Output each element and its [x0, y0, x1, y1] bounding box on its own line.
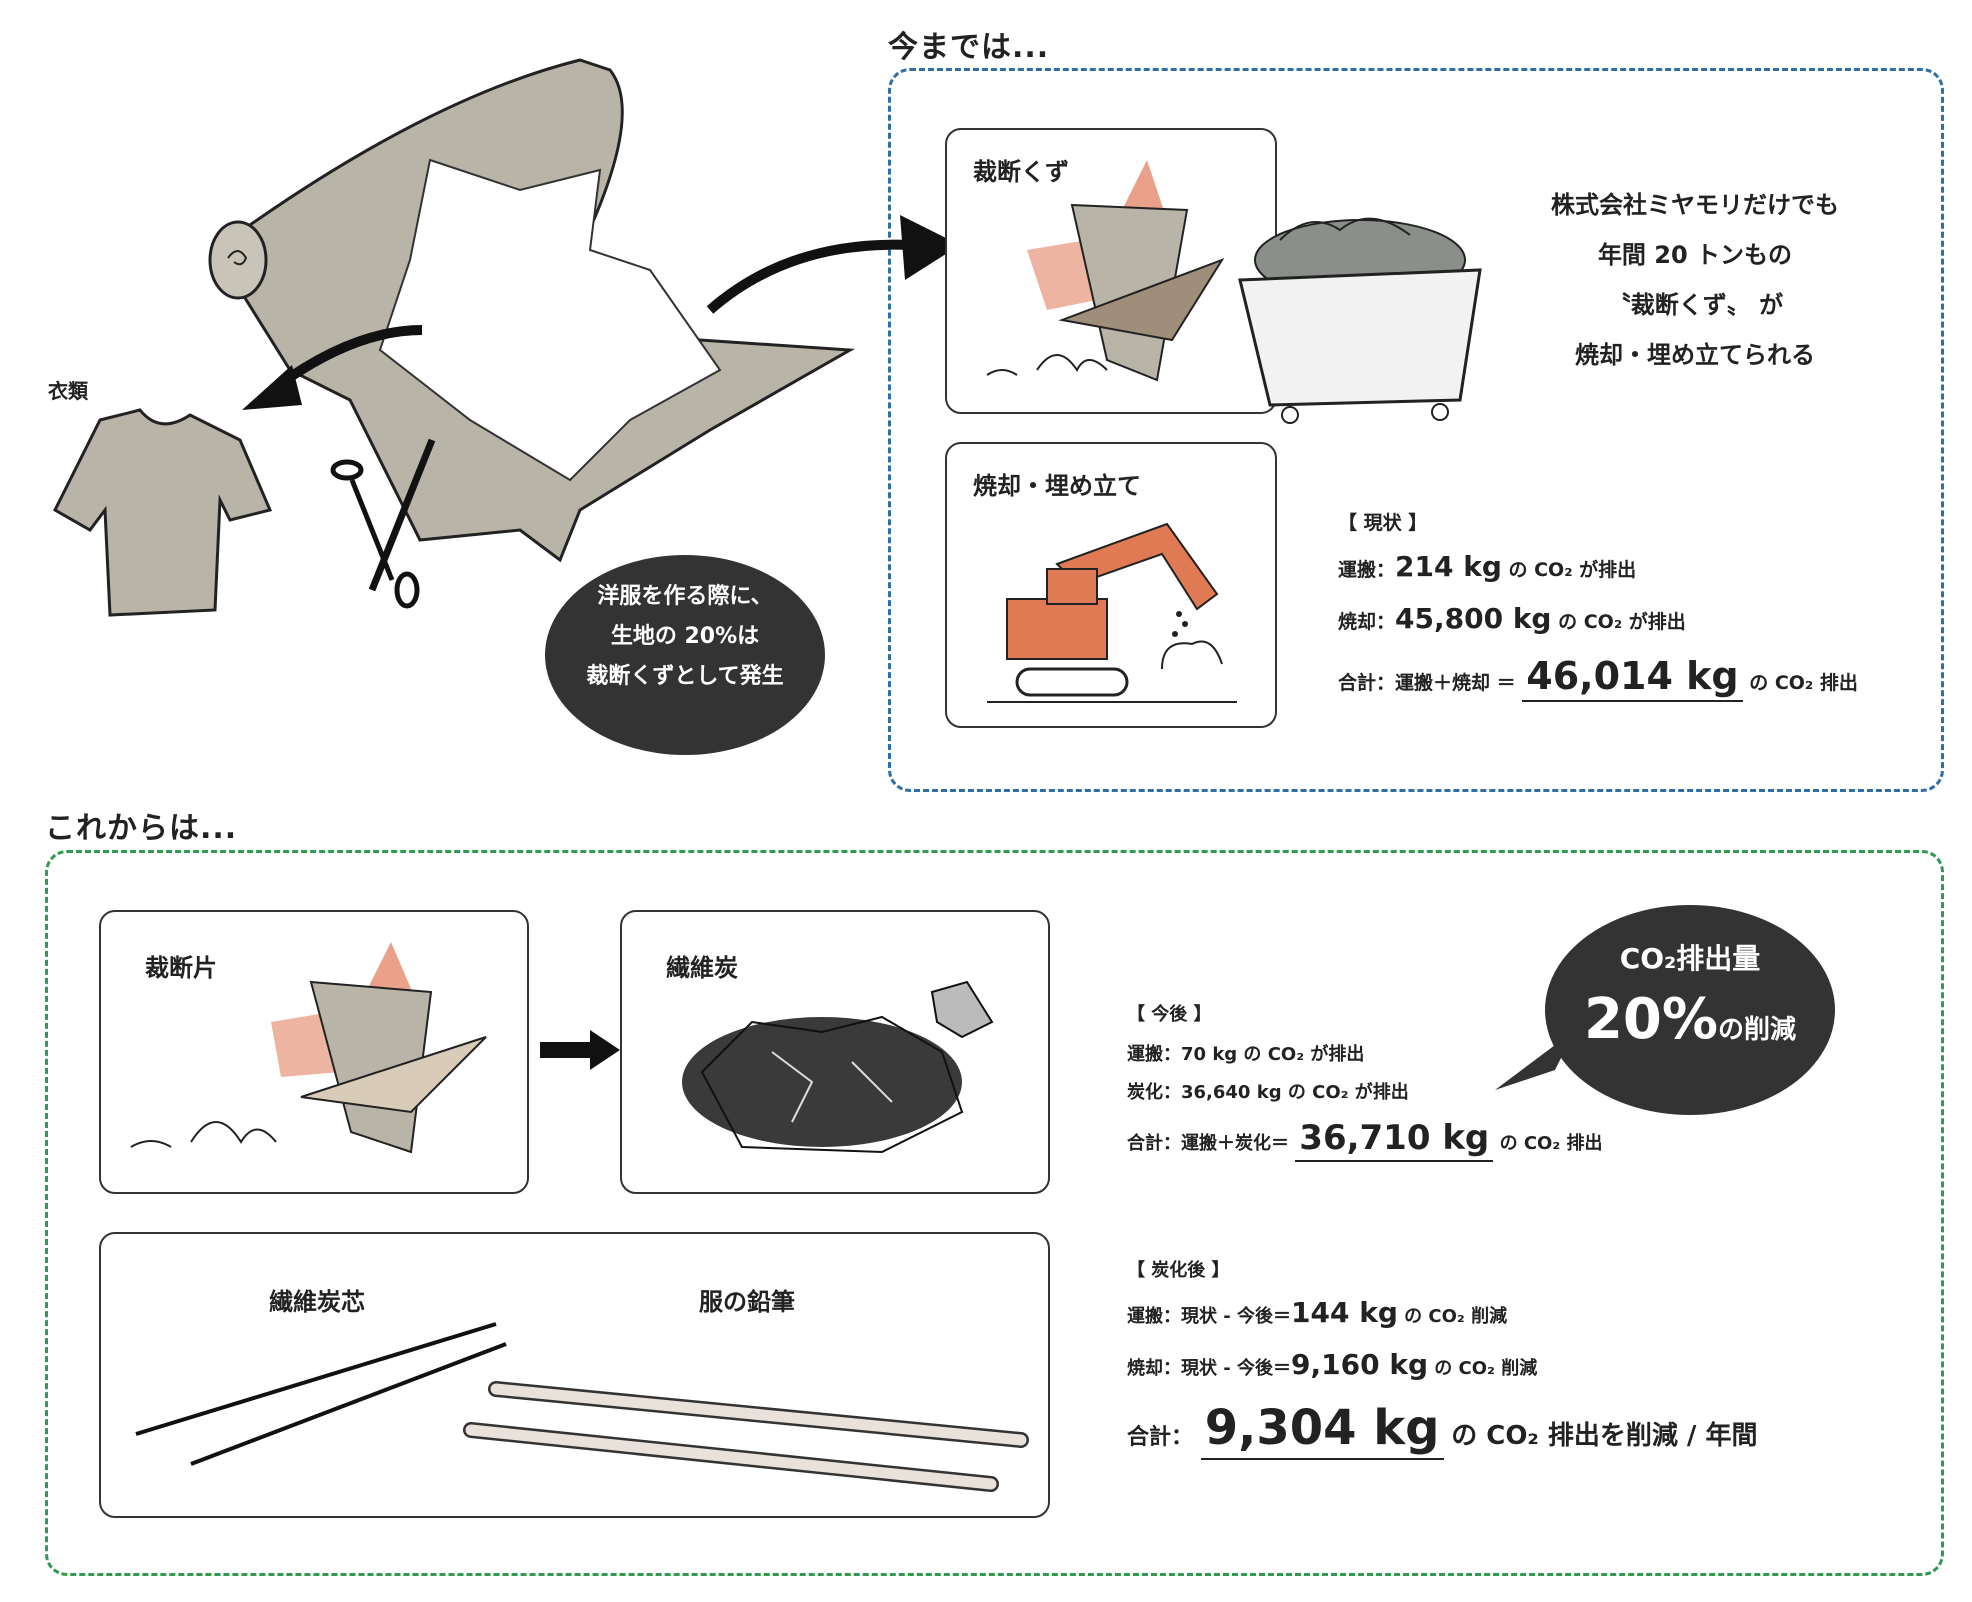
scissors-icon — [330, 438, 436, 609]
waste-bin-icon — [1238, 217, 1482, 424]
waste-info-bubble: 洋服を作る際に、 生地の 20%は 裁断くずとして発生 — [545, 555, 825, 755]
stat-suffix: の CO₂ 排出を削減 / 年間 — [1451, 1421, 1758, 1451]
fabric-scraps-icon — [130, 942, 487, 1154]
card-title: 裁断くず — [973, 158, 1069, 186]
future-total: 合計：運搬＋炭化＝ 36,710 kg の CO₂ 排出 — [1127, 1118, 1603, 1162]
stat-label: 焼却： — [1338, 611, 1396, 633]
bubble-percent: 20% — [1583, 987, 1719, 1052]
pencil-label: 服の鉛筆 — [699, 1288, 795, 1316]
until-now-frame — [888, 68, 1944, 792]
current-transport: 運搬：214 kg の CO₂ が排出 — [1338, 550, 1636, 583]
stat-label: 合計：運搬＋炭化＝ — [1127, 1133, 1289, 1154]
stat-value: 46,014 kg — [1522, 654, 1743, 702]
card-incineration-landfill: 焼却・埋め立て — [945, 442, 1277, 728]
arrow-right-icon — [540, 1030, 620, 1070]
core-label: 繊維炭芯 — [269, 1288, 365, 1316]
stat-value: 144 kg — [1291, 1296, 1398, 1329]
future-transport: 運搬：70 kg の CO₂ が排出 — [1127, 1044, 1365, 1065]
bubble-line: CO₂排出量 — [1619, 942, 1761, 975]
future-carbonize: 炭化：36,640 kg の CO₂ が排出 — [1127, 1082, 1409, 1103]
card-title: 裁断片 — [145, 954, 217, 982]
company-line: 株式会社ミヤモリだけでも — [1551, 191, 1839, 219]
bubble-line: 洋服を作る際に、 — [597, 584, 773, 609]
excavator-icon — [987, 522, 1237, 703]
after-total: 合計： 9,304 kg の CO₂ 排出を削減 / 年間 — [1127, 1400, 1758, 1460]
stat-label: 合計：運搬＋焼却 ＝ — [1338, 672, 1516, 694]
bubble-line: 裁断くずとして発生 — [586, 664, 784, 689]
tshirt-illustration — [53, 408, 273, 617]
card-cut-pieces: 裁断片 — [99, 910, 529, 1194]
section-heading-from-now: これからは... — [45, 811, 238, 846]
stat-label: 焼却：現状 - 今後＝ — [1127, 1358, 1292, 1379]
current-incineration: 焼却：45,800 kg の CO₂ が排出 — [1338, 602, 1686, 635]
after-transport: 運搬：現状 - 今後＝144 kg の CO₂ 削減 — [1127, 1296, 1507, 1329]
card-cutting-waste: 裁断くず — [945, 128, 1277, 414]
stat-suffix: の CO₂ 削減 — [1404, 1306, 1508, 1327]
stat-suffix: の CO₂ 排出 — [1749, 672, 1858, 694]
arrow-to-clothing-icon — [242, 325, 423, 410]
stat-suffix: の CO₂ 削減 — [1434, 1358, 1538, 1379]
card-pencils: 繊維炭芯 服の鉛筆 — [99, 1232, 1050, 1518]
stat-suffix: の CO₂ 排出 — [1499, 1133, 1603, 1154]
stat-value: 9,304 kg — [1200, 1400, 1444, 1460]
stat-value: 36,710 kg — [1295, 1118, 1494, 1162]
clothing-label: 衣類 — [48, 379, 88, 403]
card-fiber-carbon: 繊維炭 — [620, 910, 1050, 1194]
card-title: 繊維炭 — [666, 954, 738, 982]
arrow-to-waste-icon — [706, 215, 960, 314]
bubble-suffix: の削減 — [1718, 1015, 1797, 1045]
fabric-illustration — [208, 58, 856, 563]
fabric-scraps-icon — [986, 160, 1225, 382]
pencils-icon — [135, 1322, 1029, 1492]
carbon-pile-icon — [682, 980, 994, 1154]
stat-value: 45,800 kg — [1395, 602, 1552, 635]
stat-label: 合計： — [1127, 1425, 1194, 1450]
company-line: 年間 20 トンもの — [1597, 241, 1793, 269]
stat-suffix: の CO₂ が排出 — [1508, 559, 1637, 581]
co2-reduction-bubble: CO₂排出量 20%の削減 — [1545, 905, 1835, 1115]
current-title: 【 現状 】 — [1338, 512, 1428, 534]
company-waste-text: 株式会社ミヤモリだけでも 年間 20 トンもの 〝裁断くず〟 が 焼却・埋め立て… — [1505, 180, 1885, 380]
section-heading-until-now: 今までは... — [888, 30, 1050, 65]
future-title: 【 今後 】 — [1127, 1004, 1212, 1025]
after-incineration: 焼却：現状 - 今後＝9,160 kg の CO₂ 削減 — [1127, 1348, 1537, 1381]
stat-value: 9,160 kg — [1291, 1348, 1428, 1381]
company-line: 焼却・埋め立てられる — [1575, 341, 1815, 369]
company-line: 〝裁断くず〟 が — [1606, 291, 1784, 319]
stat-label: 運搬：現状 - 今後＝ — [1127, 1306, 1292, 1327]
bubble-percent-line: 20%の削減 — [1545, 987, 1835, 1052]
stat-label: 運搬： — [1338, 559, 1396, 581]
stat-value: 214 kg — [1395, 550, 1502, 583]
after-title: 【 炭化後 】 — [1127, 1260, 1230, 1281]
from-now-frame — [45, 850, 1944, 1576]
stat-suffix: の CO₂ が排出 — [1558, 611, 1686, 633]
bubble-line: 生地の 20%は — [610, 624, 760, 649]
card-title: 焼却・埋め立て — [973, 472, 1141, 500]
current-total: 合計：運搬＋焼却 ＝ 46,014 kg の CO₂ 排出 — [1338, 654, 1858, 702]
